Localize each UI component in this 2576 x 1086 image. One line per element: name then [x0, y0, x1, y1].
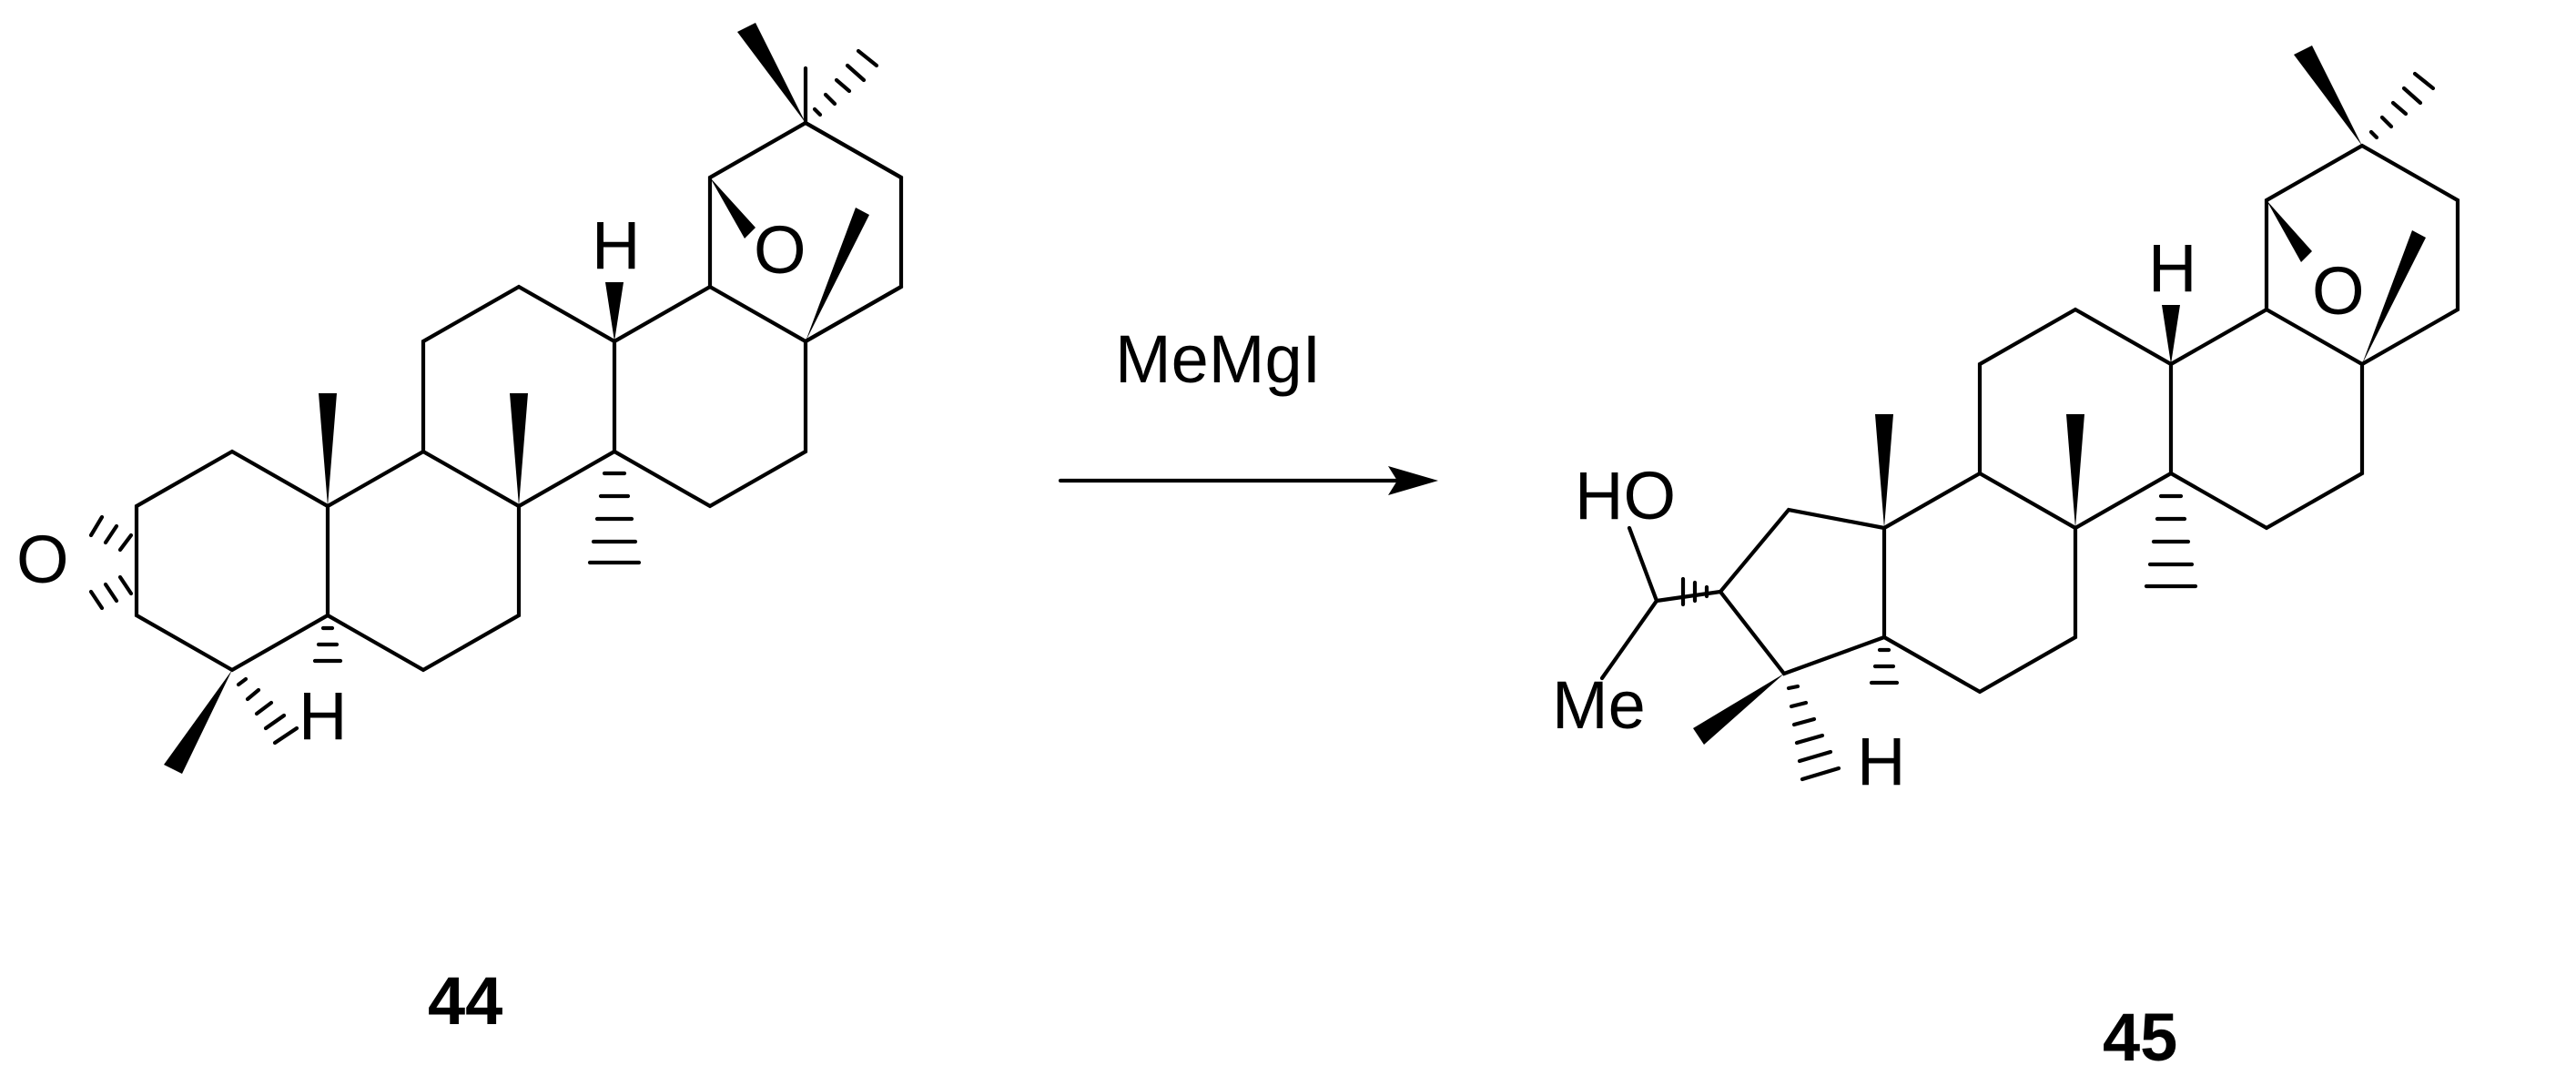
product-bridge-wedge-1: [2267, 200, 2312, 262]
reactant-top-methyl-hash: [812, 48, 879, 117]
reactant-label: 44: [428, 963, 502, 1039]
product-h-top: H: [2148, 230, 2196, 306]
product-methyl-wedge-1: [1693, 674, 1784, 745]
product-methyl-wedge-3: [2066, 414, 2084, 528]
reactant-structure: O H H O: [16, 23, 904, 774]
product-bonds: [1599, 143, 2460, 695]
epoxide-hash-bonds: [88, 514, 134, 611]
reactant-epoxide-oxygen: O: [16, 522, 69, 597]
product-bridge-wedge-2: [2362, 230, 2426, 364]
product-top-methyl-wedge: [2294, 46, 2362, 146]
product-hydroxyl: HO: [1575, 458, 1676, 533]
product-methyl-hash-1: [1786, 684, 1841, 782]
product-bridge-oxygen: O: [2312, 253, 2365, 329]
product-h-hash: [1869, 647, 1900, 685]
reactant-bridge-wedge-1: [710, 178, 756, 239]
product-h-wedge: [2162, 305, 2180, 364]
reactant-methyl-wedge-2: [319, 393, 337, 506]
reactant-h-hash: [312, 625, 343, 664]
reactant-h-wedge: [605, 282, 624, 341]
reactant-bridge-wedge-2: [806, 208, 869, 341]
reactant-bridge-oxygen: O: [754, 212, 806, 288]
reactant-top-methyl-wedge: [737, 23, 806, 123]
reactant-h-bottom: H: [299, 678, 347, 754]
product-top-methyl-hash: [2368, 71, 2436, 140]
reactant-h-top: H: [592, 208, 640, 283]
product-h-bottom: H: [1857, 724, 1905, 799]
product-methyl: Me: [1552, 667, 1646, 743]
product-methyl-wedge-2: [1875, 414, 1893, 528]
product-structure: HO Me H H O: [1552, 46, 2460, 799]
product-label: 45: [2103, 1000, 2177, 1075]
reactant-methyl-wedge-3: [510, 393, 528, 506]
product-methyl-hash-2: [2144, 493, 2198, 589]
reaction-arrowhead: [1388, 466, 1438, 495]
reactant-methyl-hash-1: [236, 676, 299, 746]
reagent-text: MeMgI: [1115, 321, 1321, 397]
reactant-bonds: [134, 66, 904, 673]
reactant-methyl-hash-2: [587, 471, 642, 565]
reactant-methyl-wedge-1: [164, 670, 232, 774]
reactant-bridge-bond: [803, 120, 904, 344]
product-hash-1: [1680, 576, 1709, 607]
